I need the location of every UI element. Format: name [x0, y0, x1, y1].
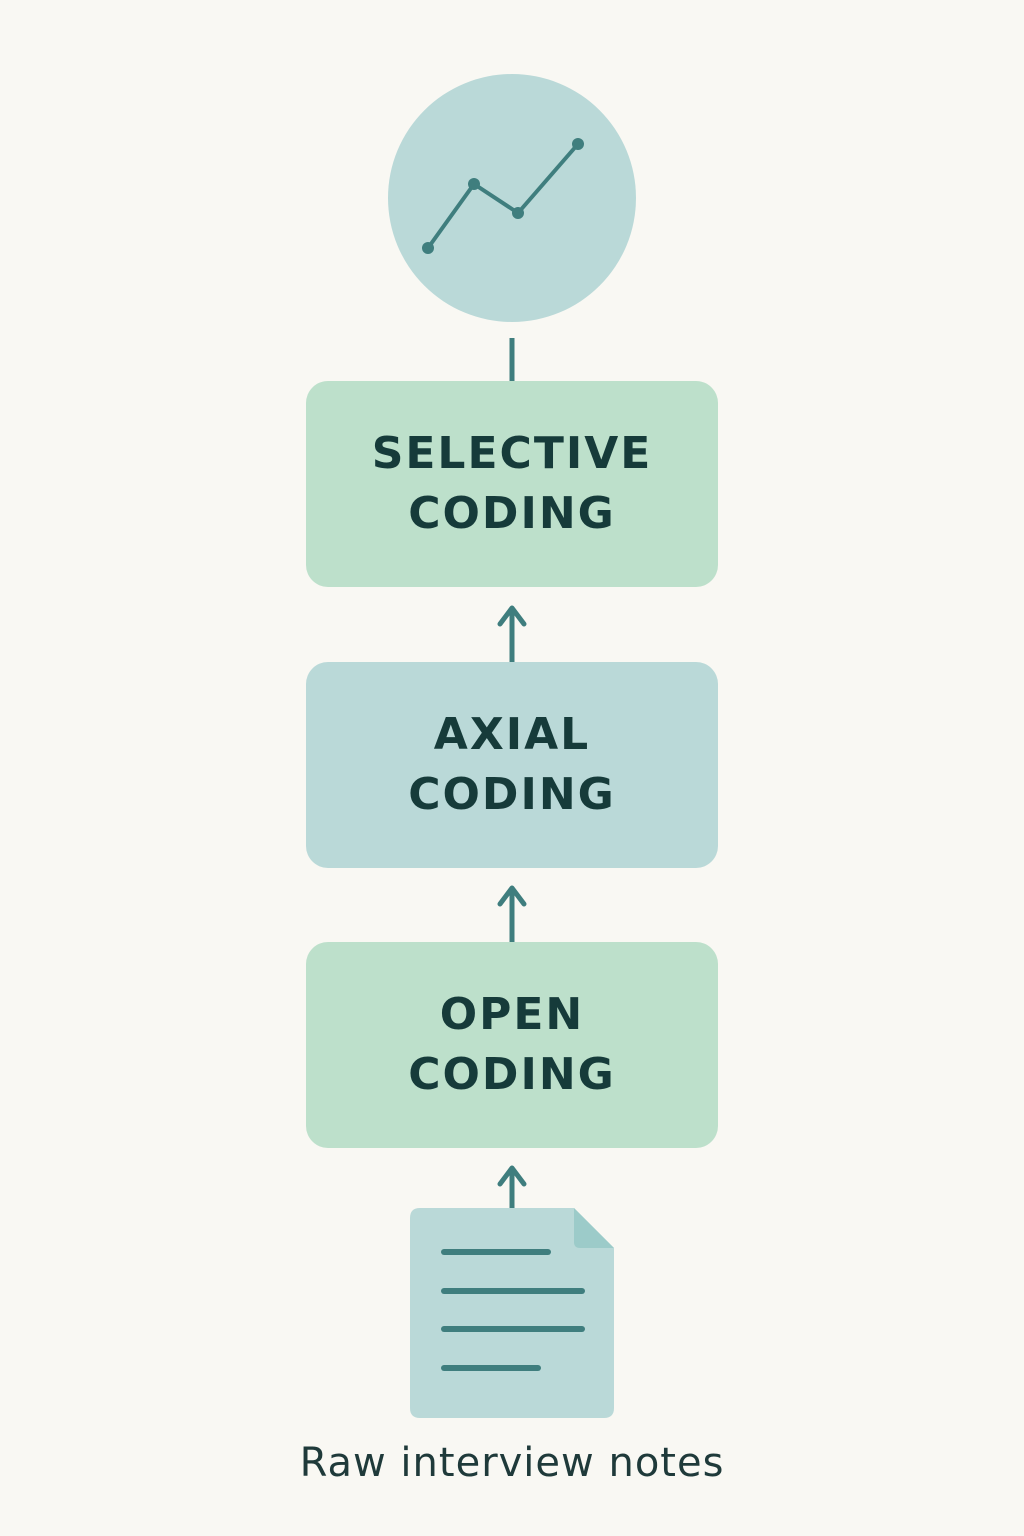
arrow-open-to-axial — [497, 885, 527, 942]
insight-circle — [388, 74, 636, 322]
axial-coding-line1: AXIAL — [433, 709, 591, 760]
arrow-axial-to-selective — [497, 605, 527, 662]
selective-coding-line2: CODING — [408, 488, 616, 539]
arrow-notes-to-open — [497, 1165, 527, 1208]
open-coding-line2: CODING — [408, 1049, 616, 1100]
line-chart-icon — [422, 138, 584, 254]
open-coding-box: OPEN CODING — [306, 942, 718, 1148]
raw-notes-caption: Raw interview notes — [299, 1440, 725, 1486]
open-coding-line1: OPEN — [439, 989, 585, 1040]
axial-coding-line2: CODING — [408, 769, 616, 820]
axial-coding-box: AXIAL CODING — [306, 662, 718, 868]
selective-coding-line1: SELECTIVE — [371, 428, 653, 479]
selective-coding-box: SELECTIVE CODING — [306, 381, 718, 587]
document-icon — [410, 1208, 614, 1418]
